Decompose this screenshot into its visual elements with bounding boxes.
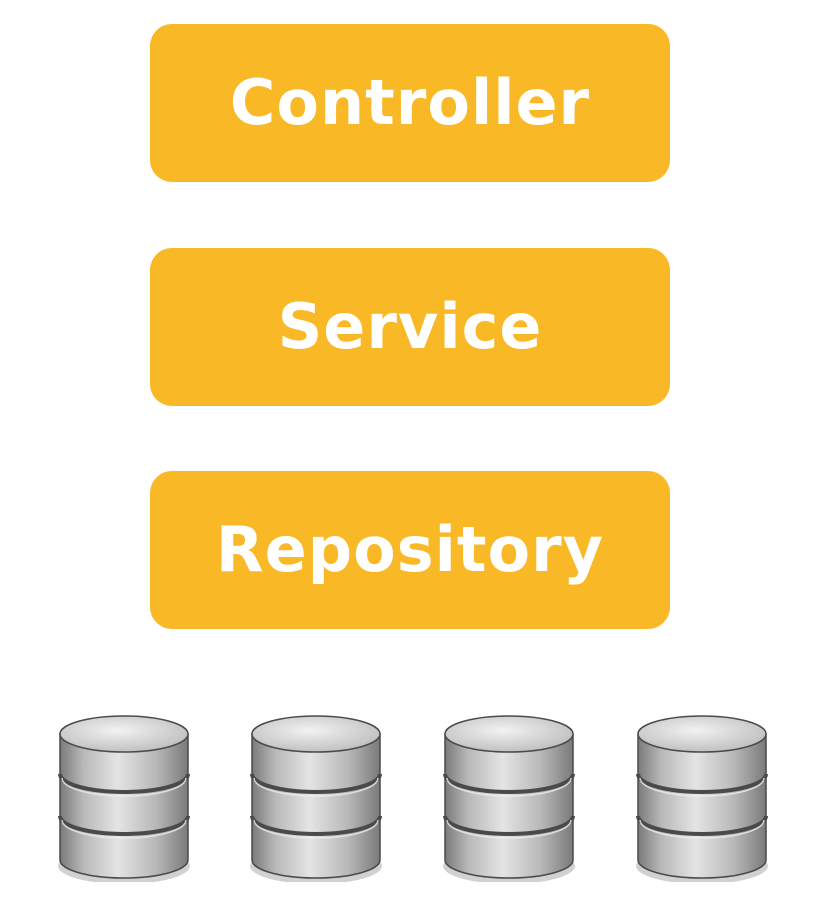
repository-label: Repository [215, 513, 605, 586]
service-label: Service [277, 290, 543, 363]
database-icon [250, 715, 382, 882]
database-icon [58, 715, 190, 882]
repository-layer: Repository [150, 471, 670, 629]
service-layer: Service [150, 248, 670, 406]
database-icon [636, 715, 768, 882]
controller-label: Controller [229, 66, 591, 139]
database-icon [443, 715, 575, 882]
controller-layer: Controller [150, 24, 670, 182]
database-row [0, 712, 834, 892]
